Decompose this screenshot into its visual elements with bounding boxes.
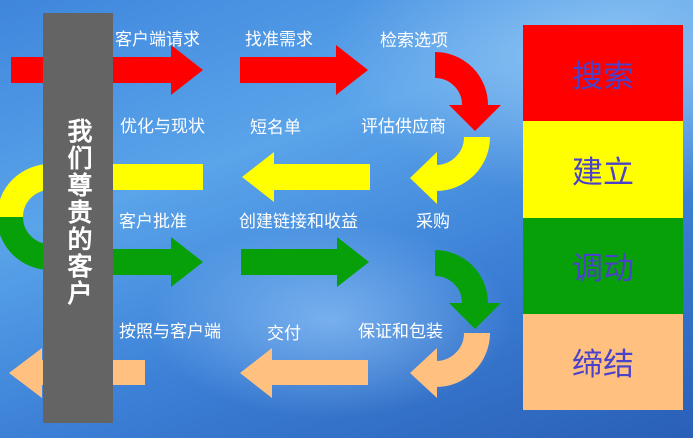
- green-arrow-2: [241, 237, 369, 287]
- step-label: 找准需求: [245, 30, 313, 50]
- yellow-curved-arrow-head: [410, 152, 437, 204]
- red-curved-arrow: [434, 52, 488, 106]
- stage-mobilize: 调动: [523, 217, 683, 314]
- stages-panel: 搜索 建立 调动 缔结: [523, 25, 683, 410]
- step-label: 评估供应商: [361, 117, 446, 137]
- step-label: 检索选项: [380, 31, 448, 51]
- customer-sidebar-label: 我们尊贵的客户: [64, 118, 93, 307]
- red-curved-arrow-head: [449, 105, 501, 131]
- step-label: 创建链接和收益: [239, 212, 358, 232]
- stage-search: 搜索: [523, 25, 683, 122]
- green-curved-arrow: [434, 250, 488, 304]
- step-label: 采购: [416, 212, 450, 232]
- red-arrow-2: [240, 45, 368, 95]
- customer-sidebar: 我们尊贵的客户: [43, 13, 113, 423]
- yellow-curved-arrow: [435, 136, 490, 191]
- step-label: 交付: [267, 324, 301, 344]
- step-label: 按照与客户端: [119, 322, 221, 342]
- step-label: 保证和包装: [358, 322, 443, 342]
- peach-curved-arrow-head: [410, 348, 437, 398]
- step-label: 客户端请求: [115, 30, 200, 50]
- stage-conclude: 缔结: [523, 313, 683, 410]
- peach-curved-arrow: [435, 332, 490, 387]
- green-curved-arrow-head: [449, 303, 501, 329]
- stage-build: 建立: [523, 121, 683, 218]
- step-label: 短名单: [250, 118, 301, 138]
- yellow-arrow-1: [100, 164, 203, 190]
- step-label: 优化与现状: [120, 117, 205, 137]
- step-label: 客户批准: [119, 212, 187, 232]
- peach-arrow-2: [240, 348, 368, 398]
- yellow-arrow-2: [242, 152, 370, 202]
- green-arrow-1: [100, 237, 203, 287]
